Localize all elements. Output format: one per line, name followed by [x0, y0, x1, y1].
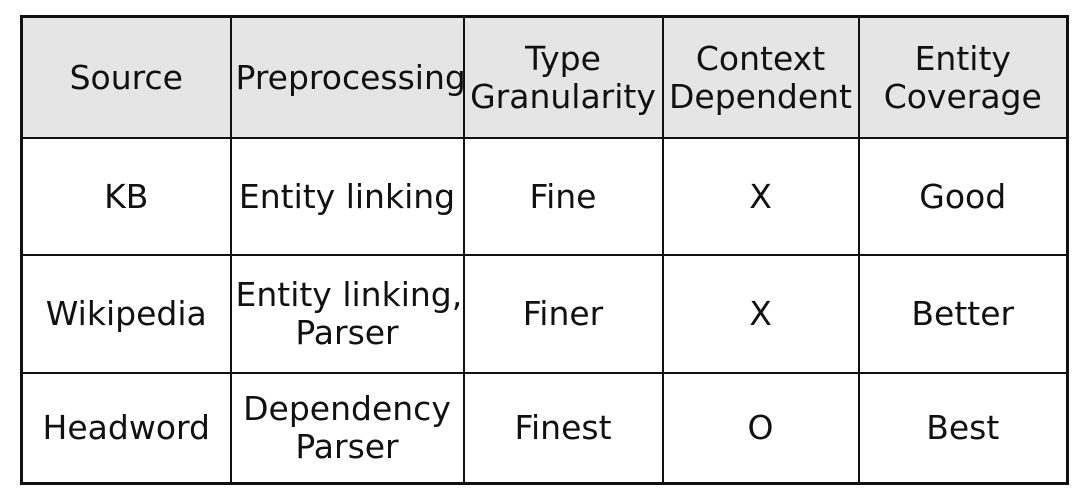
- cell-entity-coverage: Best: [857, 371, 1069, 485]
- cell-source: Wikipedia: [20, 254, 232, 374]
- header-entity-coverage-line2: Coverage: [883, 76, 1042, 116]
- comparison-table: Source Preprocessing Type Granularity Co…: [20, 15, 1069, 485]
- cell-text: Fine: [529, 176, 597, 216]
- table-row: Headword Dependency Parser Finest O Best: [20, 371, 1069, 485]
- header-preprocessing-text: Preprocessing: [235, 57, 464, 97]
- cell-context-dependent: X: [661, 136, 860, 257]
- table-row: Wikipedia Entity linking, Parser Finer X…: [20, 254, 1069, 374]
- cell-context-dependent: O: [661, 371, 860, 485]
- header-type-granularity-line2: Granularity: [470, 76, 656, 116]
- cell-context-dependent: X: [661, 254, 860, 374]
- cell-source: Headword: [20, 371, 232, 485]
- cell-text: Wikipedia: [45, 294, 207, 334]
- cell-text-line1: Entity linking,: [235, 275, 463, 315]
- cell-entity-coverage: Good: [857, 136, 1069, 257]
- cell-preprocessing: Dependency Parser: [229, 371, 465, 485]
- cell-text: Finest: [514, 407, 612, 447]
- cell-text-line2: Parser: [295, 426, 399, 466]
- cell-type-granularity: Finer: [462, 254, 664, 374]
- cell-source: KB: [20, 136, 232, 257]
- header-row: Source Preprocessing Type Granularity Co…: [20, 15, 1069, 139]
- table-row: KB Entity linking Fine X Good: [20, 136, 1069, 257]
- header-context-dependent-line2: Dependent: [669, 76, 852, 116]
- cell-text: Good: [919, 176, 1007, 216]
- cell-text-line2: Parser: [295, 312, 399, 352]
- header-source-text: Source: [69, 57, 183, 97]
- cell-text: Finer: [522, 294, 604, 334]
- cell-text: Best: [926, 407, 1000, 447]
- cell-type-granularity: Fine: [462, 136, 664, 257]
- header-type-granularity-line1: Type: [525, 38, 601, 78]
- cell-text: Entity linking: [238, 176, 456, 216]
- cell-entity-coverage: Better: [857, 254, 1069, 374]
- header-entity-coverage-line1: Entity: [914, 38, 1011, 78]
- header-preprocessing: Preprocessing: [229, 15, 465, 139]
- cell-preprocessing: Entity linking, Parser: [229, 254, 465, 374]
- header-context-dependent: Context Dependent: [661, 15, 860, 139]
- cell-text: O: [747, 407, 774, 447]
- header-entity-coverage: Entity Coverage: [857, 15, 1069, 139]
- cell-text: X: [749, 176, 772, 216]
- cell-text: KB: [104, 176, 149, 216]
- header-source: Source: [20, 15, 232, 139]
- cell-text: Headword: [42, 407, 210, 447]
- cell-text: Better: [911, 294, 1015, 334]
- header-context-dependent-line1: Context: [695, 38, 826, 78]
- header-type-granularity: Type Granularity: [462, 15, 664, 139]
- cell-text-line1: Dependency: [243, 388, 451, 428]
- cell-text: X: [749, 294, 772, 334]
- cell-type-granularity: Finest: [462, 371, 664, 485]
- cell-preprocessing: Entity linking: [229, 136, 465, 257]
